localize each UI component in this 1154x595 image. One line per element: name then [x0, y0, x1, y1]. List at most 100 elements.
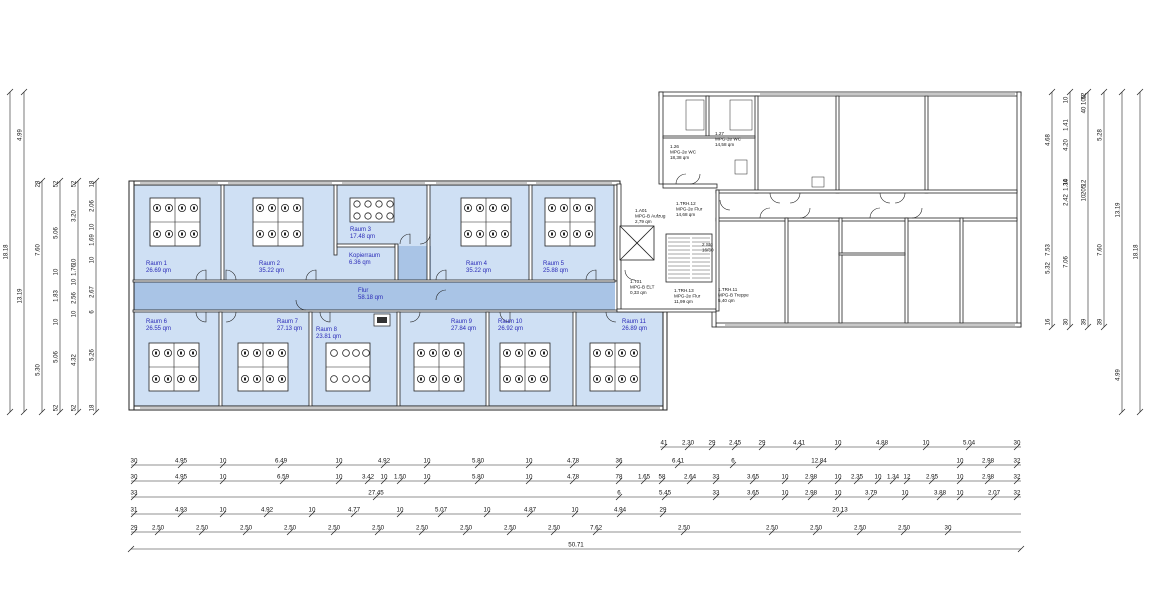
- dimension-value: 3.65: [747, 474, 760, 481]
- dimension-value: 30: [945, 525, 952, 532]
- desk-cluster: [413, 342, 465, 392]
- dimension-value: 20.13: [832, 507, 848, 514]
- room-area: 27.84 qm: [451, 326, 476, 332]
- room-name: Raum 10: [498, 319, 523, 325]
- dimension-value: 10: [923, 440, 930, 447]
- dimension-value: 2.98: [805, 474, 818, 481]
- room-area: 35.22 qm: [259, 268, 284, 274]
- dimension-value: 10: [875, 474, 882, 481]
- desk-cluster: [499, 342, 551, 392]
- dimension-value: 5.80: [472, 458, 485, 465]
- desk-cluster: [252, 197, 304, 247]
- dimension-value: 4.95: [175, 474, 188, 481]
- dimension-value: 2.50: [548, 525, 561, 532]
- dimension-value: 4.92: [378, 458, 391, 465]
- dimension-value: 10: [220, 474, 227, 481]
- room-name: Raum 4: [466, 261, 488, 267]
- dimension-value: 58: [659, 474, 666, 481]
- dimension-value: 27.45: [368, 490, 384, 497]
- dimension-value: 10: [336, 474, 343, 481]
- dimension-value: 10: [1064, 96, 1070, 103]
- dimension-value: 10: [54, 268, 60, 275]
- dimension-value: 2.07: [988, 490, 1001, 497]
- space-label-line: 2 Stg: [702, 242, 713, 247]
- room-name: Raum 3: [350, 227, 372, 233]
- dimension-value: 2.50: [196, 525, 209, 532]
- dimension-value: 2.50: [766, 525, 779, 532]
- dimension-value: 39: [1098, 318, 1104, 325]
- dimension-value: 10: [381, 474, 388, 481]
- dimension-value: 2.42: [1064, 194, 1070, 206]
- dimension-value: 10: [526, 458, 533, 465]
- dimension-value: 7.53: [1046, 244, 1052, 256]
- desk-cluster: [349, 197, 395, 223]
- dimension-value: 10: [72, 278, 78, 285]
- dimension-value: 52: [54, 404, 60, 411]
- dimension-value: 3.65: [747, 490, 760, 497]
- dimension-value: 2.35: [851, 474, 864, 481]
- dimension-value: 2.64: [684, 474, 697, 481]
- dimension-value: 2.50: [678, 525, 691, 532]
- dimension-value: 5.06: [54, 227, 60, 239]
- dimension-value: 10: [835, 474, 842, 481]
- dimension-value: 3.79: [865, 490, 878, 497]
- dimension-value: 4.94: [614, 507, 627, 514]
- dimension-value: 10: [484, 507, 491, 514]
- dimension-value: 3.42: [362, 474, 375, 481]
- dimension-value: 2.56: [72, 292, 78, 304]
- space-label-line: 1.TRH.13: [674, 288, 694, 293]
- dimension-value: 18: [90, 180, 96, 187]
- dimension-value: 33: [713, 490, 720, 497]
- dimension-chain: 287.605.30: [36, 177, 46, 416]
- room-area: 26.55 qm: [146, 326, 171, 332]
- dimension-chain: 50.71: [127, 542, 1025, 553]
- space-label-line: 1.TRH.12: [676, 201, 696, 206]
- dimension-value: 4.68: [1046, 134, 1052, 146]
- space-label-line: 1.T01: [630, 279, 642, 284]
- desk-cluster: [325, 342, 371, 392]
- dimension-value: 10: [572, 507, 579, 514]
- space-label-line: 18,38 qm: [670, 155, 689, 160]
- dimension-value: 2.50: [372, 525, 385, 532]
- dimension-value: 5.06: [54, 351, 60, 363]
- dimension-value: 2.50: [460, 525, 473, 532]
- dimension-value: 3.20: [72, 210, 78, 222]
- room-label: Raum 235.22 qm: [259, 261, 284, 274]
- dimension-value: 10: [90, 223, 96, 230]
- dimension-value: 1.41: [1064, 119, 1070, 131]
- room-name: Raum 5: [543, 261, 565, 267]
- dimension-value: 2.98: [982, 474, 995, 481]
- room-label: Raum 727.13 qm: [277, 319, 302, 332]
- dimension-value: 10: [424, 474, 431, 481]
- dimension-value: 2.67: [90, 286, 96, 298]
- dimension-value: 32: [1014, 458, 1021, 465]
- space-label-line: 5,40 qm: [718, 298, 735, 303]
- room-name: Flur: [358, 288, 368, 294]
- dimension-value: 1.83: [54, 290, 60, 302]
- dimension-value: 12.84: [811, 458, 827, 465]
- dimension-value: 4.41: [793, 440, 806, 447]
- dimension-value: 39: [1082, 318, 1088, 325]
- left-dimension-chains: 18.184.9913.19287.605.30525.06101.83105.…: [4, 88, 100, 416]
- dimension-value: 205: [1082, 184, 1088, 195]
- desk-cluster: [589, 342, 641, 392]
- dimension-value: 52: [1082, 92, 1088, 99]
- dimension-value: 2.50: [328, 525, 341, 532]
- dimension-value: 29: [131, 525, 138, 532]
